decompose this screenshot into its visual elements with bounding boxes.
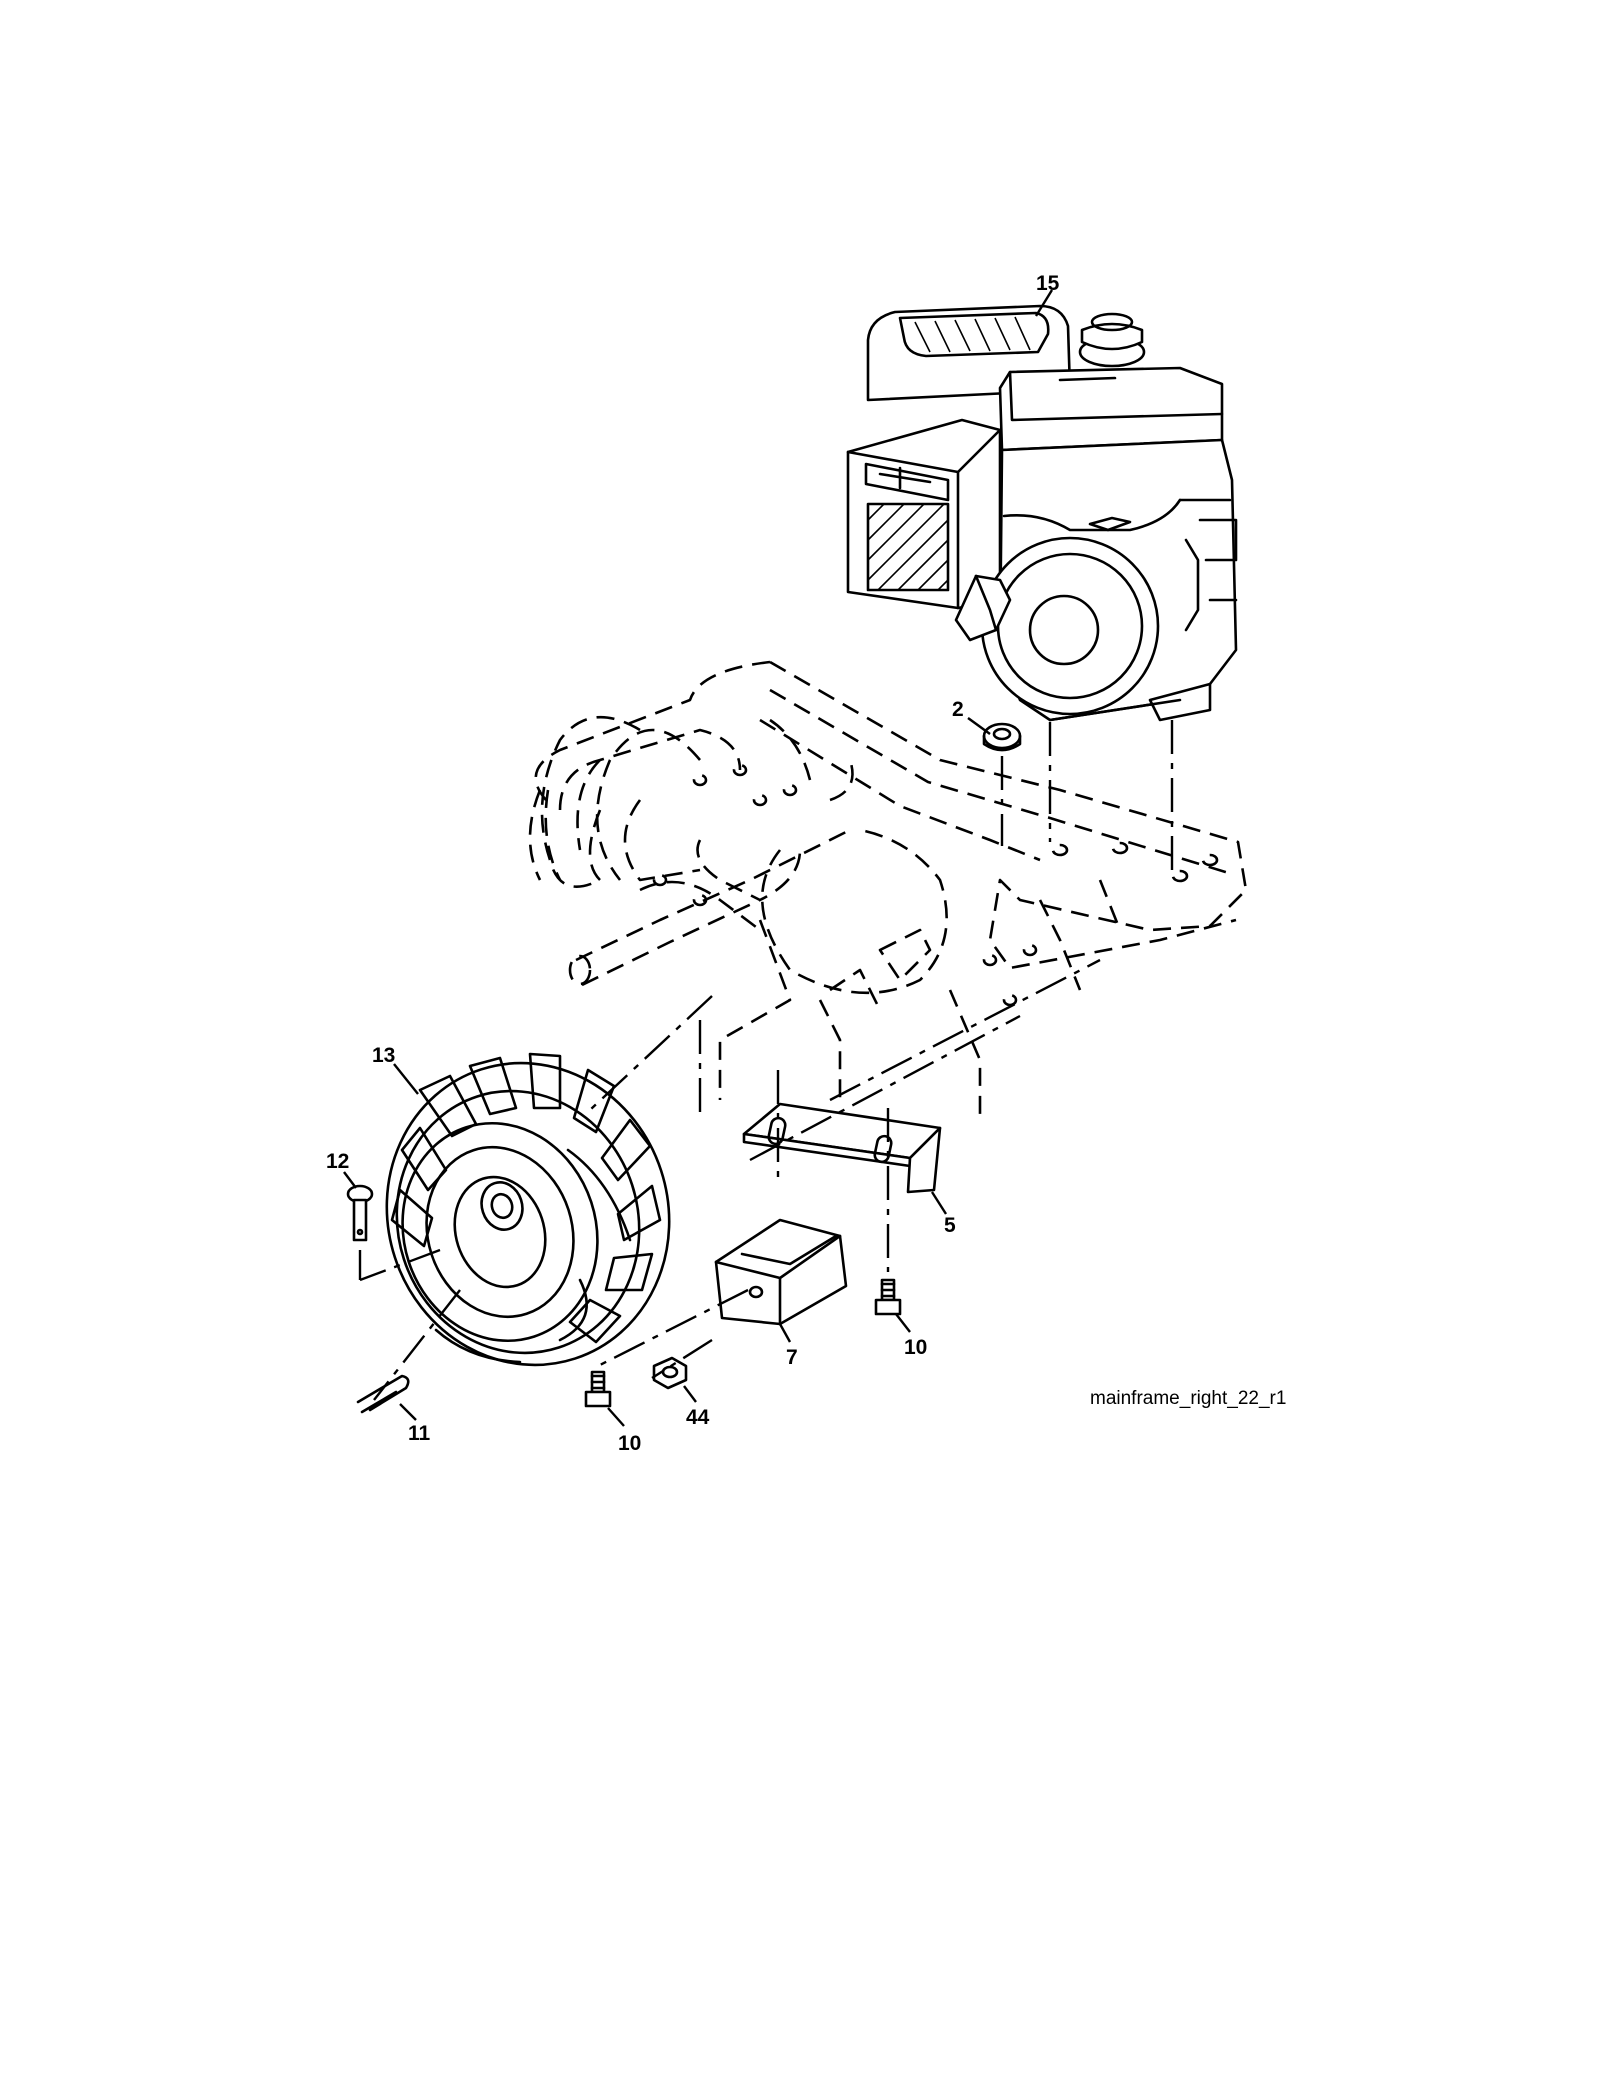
hairpin-clip-11 — [356, 1374, 410, 1414]
leader-lines — [343, 289, 1054, 1427]
mounting-bracket — [742, 1102, 942, 1194]
assembly-lines — [358, 720, 1174, 1401]
clevis-pin-12 — [346, 1184, 374, 1242]
callout-11: 11 — [408, 1422, 431, 1445]
callout-12: 12 — [326, 1150, 349, 1173]
tines-reference — [528, 715, 854, 888]
tire-and-wheel — [385, 1052, 671, 1367]
callout-2: 2 — [952, 698, 964, 721]
callout-7: 7 — [786, 1346, 798, 1369]
lock-nut-2 — [982, 722, 1022, 752]
callout-10-right: 10 — [904, 1336, 927, 1359]
callout-15: 15 — [1036, 272, 1060, 295]
figure-reference-id: mainframe_right_22_r1 — [1090, 1388, 1286, 1409]
skid-block — [714, 1218, 848, 1326]
hex-bolt-10-left — [584, 1370, 612, 1408]
hex-bolt-10-right — [874, 1278, 902, 1316]
engine — [846, 304, 1238, 722]
callout-44: 44 — [686, 1406, 710, 1429]
callout-13: 13 — [372, 1044, 395, 1067]
mainframe-reference — [534, 660, 1248, 1120]
callout-5: 5 — [944, 1214, 956, 1237]
callout-10-left: 10 — [618, 1432, 641, 1455]
